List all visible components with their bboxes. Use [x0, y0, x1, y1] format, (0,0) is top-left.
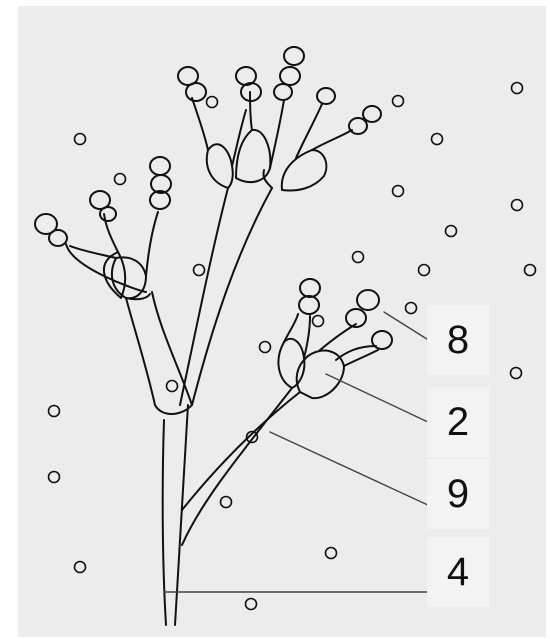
leader-line-2 — [325, 373, 431, 424]
lower-right-branch — [181, 387, 301, 546]
label-2: 2 — [427, 387, 489, 457]
scattered-spores — [47, 81, 537, 611]
phialide-cluster-left — [34, 156, 172, 301]
phialide-cluster-top — [177, 46, 382, 192]
label-8: 8 — [427, 305, 489, 375]
leader-lines — [163, 311, 431, 593]
middle-branch — [179, 187, 273, 406]
phialide-cluster-lower-right — [277, 278, 393, 400]
label-9: 9 — [427, 459, 489, 529]
leader-line-9 — [269, 431, 431, 507]
main-stipe — [154, 404, 193, 626]
left-branch — [125, 291, 193, 406]
label-4: 4 — [427, 537, 489, 607]
leader-line-8 — [383, 311, 431, 342]
